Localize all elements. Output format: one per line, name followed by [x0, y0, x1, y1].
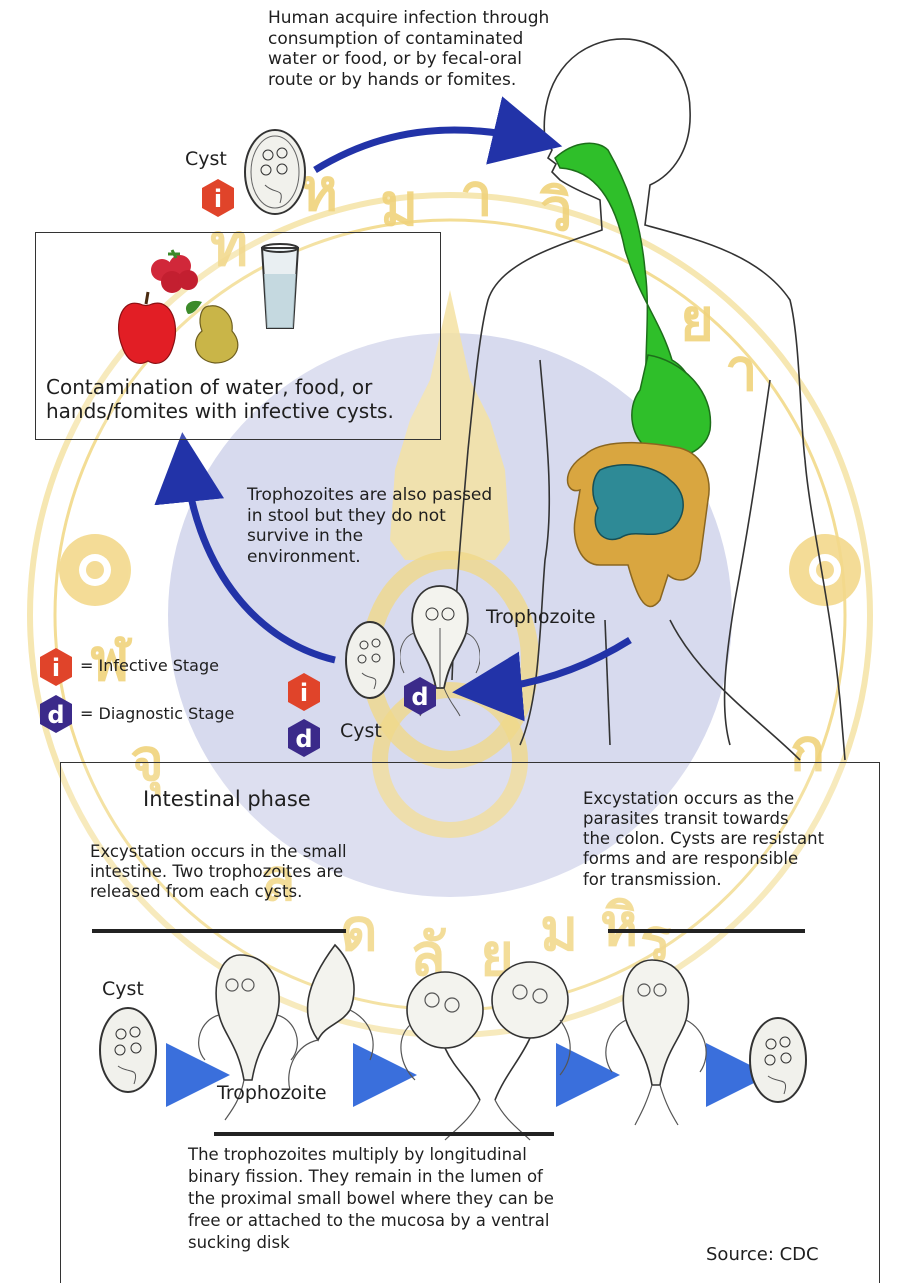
excysting-trophozoites	[216, 945, 354, 1080]
colon-trophozoite	[623, 960, 688, 1085]
intestinal-cyst-start	[100, 1008, 156, 1092]
intestinal-cyst-end	[750, 1018, 806, 1102]
source-credit: Source: CDC	[706, 1244, 819, 1266]
fission-line-2: binary fission. They remain in the lumen…	[188, 1166, 554, 1188]
fission-line-1: The trophozoites multiply by longitudina…	[188, 1144, 554, 1166]
bottom-divider	[214, 1132, 554, 1136]
fission-line-4: free or attached to the mucosa by a vent…	[188, 1210, 554, 1232]
fission-line-3: the proximal small bowel where they can …	[188, 1188, 554, 1210]
intestinal-trophozoite-label: Trophozoite	[217, 1082, 327, 1105]
binary-fission-text: The trophozoites multiply by longitudina…	[188, 1144, 554, 1254]
fission-line-5: sucking disk	[188, 1232, 554, 1254]
dividing-trophozoites	[407, 962, 568, 1100]
